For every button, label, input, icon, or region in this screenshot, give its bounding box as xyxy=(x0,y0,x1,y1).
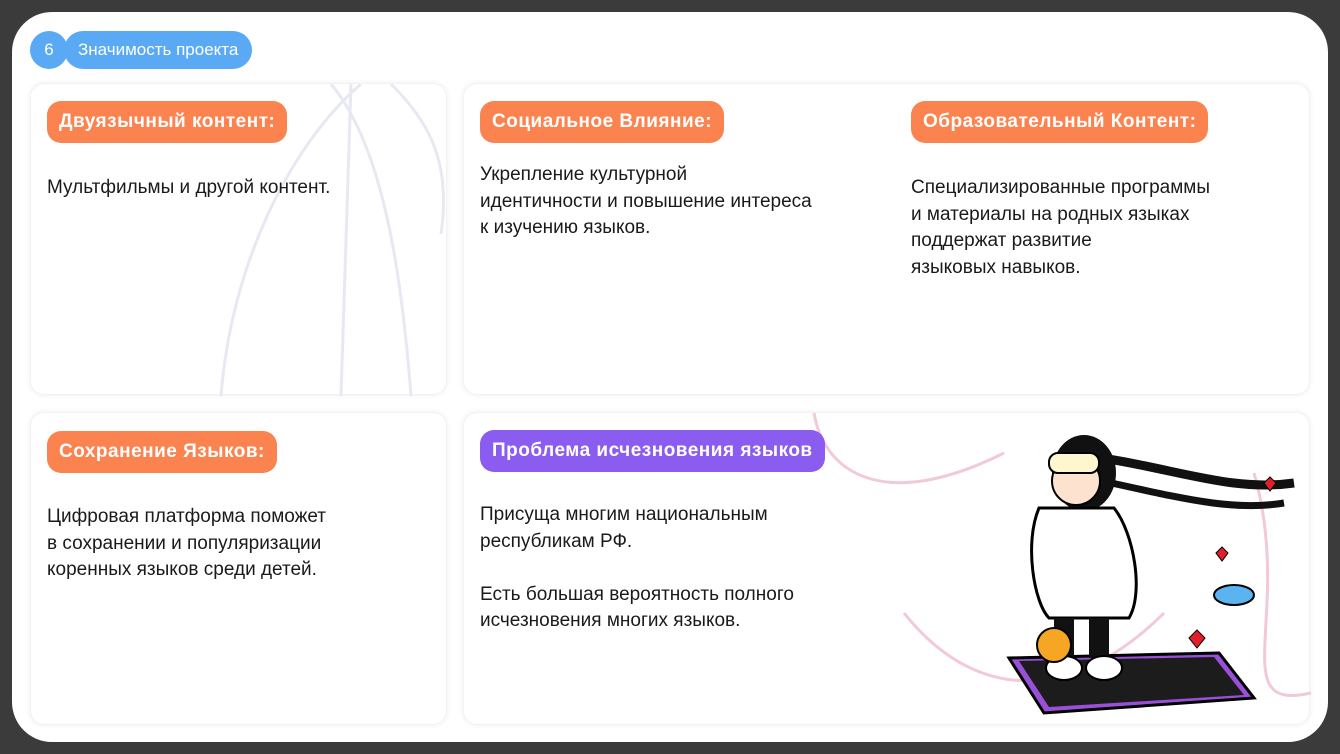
slide-number: 6 xyxy=(30,31,68,69)
tag-bilingual: Двуязычный контент: xyxy=(47,101,288,143)
line: в сохранении и популяризации xyxy=(47,532,322,554)
tag-preservation: Сохранение Языков: xyxy=(47,431,277,473)
line: и материалы на родных языках xyxy=(911,203,1190,225)
line: Специализированные программы xyxy=(911,177,1210,198)
line: исчезновения многих языков. xyxy=(480,610,741,631)
line: Укрепление культурной xyxy=(480,164,688,185)
card-text: Присуща многим национальным республикам … xyxy=(480,502,794,635)
line: Цифровая платформа поможет xyxy=(47,506,326,527)
line: поддержат развитие xyxy=(911,230,1092,251)
slide-header: 6 Значимость проекта xyxy=(30,31,253,69)
slide-title: Значимость проекта xyxy=(64,31,253,69)
card-text: Специализированные программы и материалы… xyxy=(911,175,1210,281)
spacer xyxy=(480,555,794,582)
tag-social: Социальное Влияние: xyxy=(480,101,725,143)
card-bilingual: Двуязычный контент: Мультфильмы и другой… xyxy=(30,83,447,396)
tag-education: Образовательный Контент: xyxy=(911,101,1209,143)
slide: 6 Значимость проекта Двуязычный контент:… xyxy=(12,12,1328,742)
line: коренных языков среди детей. xyxy=(47,559,317,580)
card-preservation: Сохранение Языков: Цифровая платформа по… xyxy=(30,412,447,725)
decorative-lines xyxy=(219,84,445,396)
tag-disappearance: Проблема исчезновения языков xyxy=(480,430,825,472)
card-text: Укрепление культурной идентичности и пов… xyxy=(480,162,812,242)
illustration-girl-on-tablet xyxy=(812,413,1311,715)
card-disappearance: Проблема исчезновения языков Присуща мно… xyxy=(463,412,1311,725)
line: республикам РФ. xyxy=(480,530,633,552)
line: языковых навыков. xyxy=(911,256,1081,278)
card-text: Цифровая платформа поможет в сохранении … xyxy=(47,504,326,584)
line: идентичности и повышение интереса xyxy=(480,190,812,212)
card-text: Мультфильмы и другой контент. xyxy=(47,177,331,198)
line: Присуща многим национальным xyxy=(480,504,768,525)
line: Есть большая вероятность полного xyxy=(480,583,794,605)
card-social-education: Социальное Влияние: Укрепление культурно… xyxy=(463,83,1310,395)
line: к изучению языков. xyxy=(480,217,651,238)
